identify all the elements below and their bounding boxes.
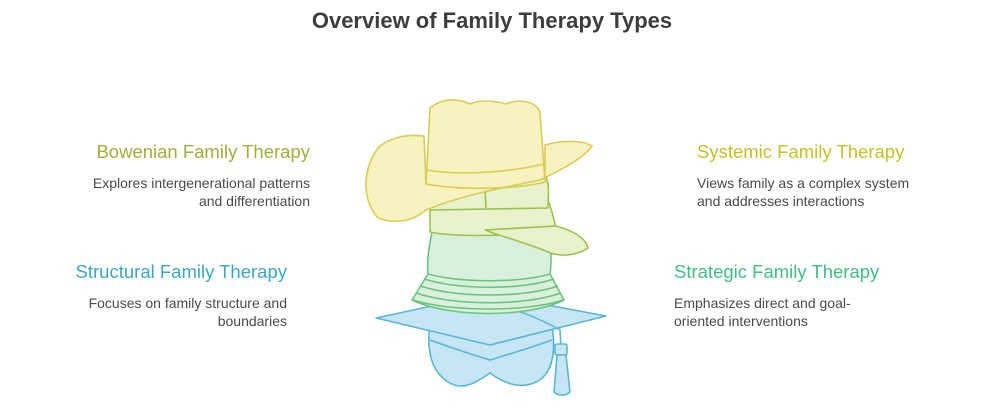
bowenian-block: Bowenian Family Therapy Explores interge…	[10, 141, 310, 210]
cowboy-hat-icon	[365, 99, 593, 223]
strategic-description: Emphasizes direct and goal-oriented inte…	[674, 295, 851, 329]
structural-block: Structural Family Therapy Focuses on fam…	[0, 261, 287, 330]
bowenian-description: Explores intergenerational patterns and …	[92, 175, 310, 209]
strategic-block: Strategic Family Therapy Emphasizes dire…	[674, 261, 974, 330]
systemic-title: Systemic Family Therapy	[697, 141, 905, 162]
hat-stack-illustration	[365, 99, 607, 396]
systemic-description: Views family as a complex system and add…	[697, 175, 910, 209]
systemic-block: Systemic Family Therapy Views family as …	[697, 141, 984, 210]
fishing-hat-icon	[411, 231, 565, 315]
bucket-hat-icon	[425, 175, 589, 256]
bowenian-title: Bowenian Family Therapy	[96, 141, 310, 162]
page-title: Overview of Family Therapy Types	[311, 8, 673, 33]
structural-description: Focuses on family structure and boundari…	[88, 295, 287, 329]
strategic-title: Strategic Family Therapy	[674, 261, 880, 282]
structural-title: Structural Family Therapy	[75, 261, 287, 282]
